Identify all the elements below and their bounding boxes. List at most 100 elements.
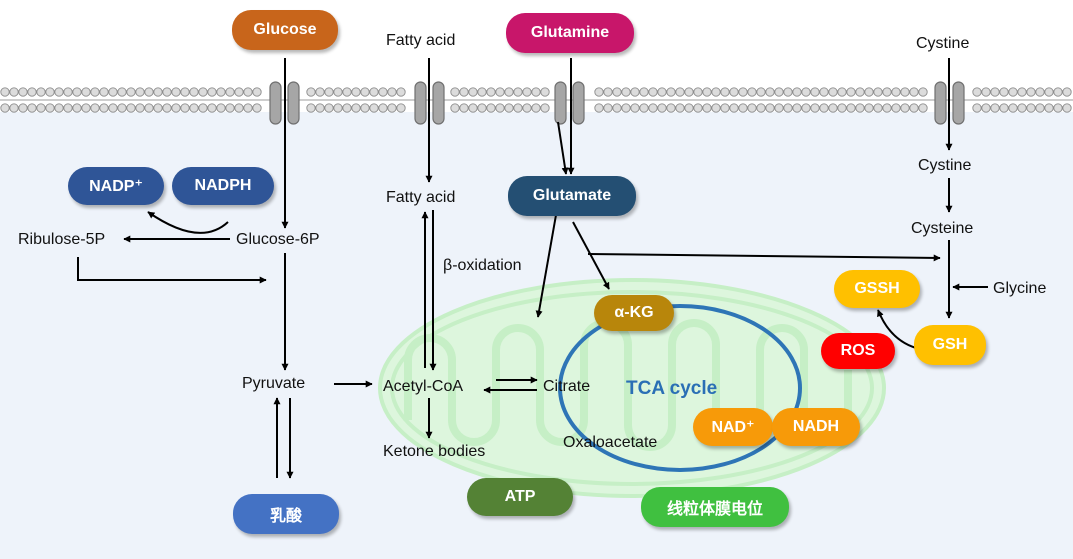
- alpha-kg-node: α-KG: [594, 295, 674, 331]
- lipid-head: [135, 103, 145, 113]
- lipid-head: [369, 87, 379, 97]
- lipid-head: [711, 103, 721, 113]
- lipid-head: [306, 87, 316, 97]
- gssh-node: GSSH: [834, 270, 920, 308]
- lipid-head: [18, 87, 28, 97]
- fatty-acid-outside-label: Fatty acid: [386, 32, 456, 49]
- lipid-head: [315, 103, 325, 113]
- cell-membrane: [0, 87, 1073, 113]
- lipid-head: [747, 103, 757, 113]
- lipid-head: [54, 87, 64, 97]
- lipid-head: [9, 87, 19, 97]
- lipid-head: [162, 87, 172, 97]
- lipid-head: [0, 87, 10, 97]
- lipid-head: [351, 87, 361, 97]
- acetyl-coa-label: Acetyl-CoA: [383, 378, 464, 395]
- lipid-head: [990, 103, 1000, 113]
- lipid-head: [99, 103, 109, 113]
- lipid-head: [648, 87, 658, 97]
- lipid-head: [117, 87, 127, 97]
- lipid-head: [972, 103, 982, 113]
- lipid-head: [918, 87, 928, 97]
- lipid-head: [1026, 87, 1036, 97]
- nad-plus-node: NAD⁺: [693, 408, 773, 446]
- lipid-head: [765, 103, 775, 113]
- lipid-head: [243, 87, 253, 97]
- lipid-head: [216, 103, 226, 113]
- lipid-head: [873, 87, 883, 97]
- lipid-head: [693, 87, 703, 97]
- lipid-head: [243, 103, 253, 113]
- lipid-head: [702, 103, 712, 113]
- lipid-head: [882, 87, 892, 97]
- lipid-head: [90, 87, 100, 97]
- glycine-label: Glycine: [993, 280, 1047, 297]
- lipid-head: [828, 103, 838, 113]
- lipid-head: [675, 87, 685, 97]
- lipid-head: [1017, 87, 1027, 97]
- lipid-head: [909, 87, 919, 97]
- lipid-head: [900, 103, 910, 113]
- lipid-head: [81, 103, 91, 113]
- lipid-head: [711, 87, 721, 97]
- lipid-head: [378, 87, 388, 97]
- glutamate-node: Glutamate: [508, 176, 636, 216]
- ros-node: ROS: [821, 333, 895, 369]
- lipid-head: [981, 87, 991, 97]
- lipid-head: [594, 103, 604, 113]
- lipid-head: [783, 87, 793, 97]
- lipid-head: [1062, 87, 1072, 97]
- citrate-label: Citrate: [543, 378, 591, 395]
- lipid-head: [1062, 103, 1072, 113]
- lipid-head: [486, 103, 496, 113]
- lipid-head: [666, 87, 676, 97]
- lipid-head: [72, 103, 82, 113]
- lipid-head: [63, 103, 73, 113]
- lipid-head: [27, 87, 37, 97]
- lipid-head: [522, 87, 532, 97]
- lipid-head: [216, 87, 226, 97]
- arrows: [77, 58, 988, 479]
- lipid-head: [504, 87, 514, 97]
- lipid-head: [360, 103, 370, 113]
- lipid-head: [495, 87, 505, 97]
- lipid-head: [234, 103, 244, 113]
- lipid-head: [981, 103, 991, 113]
- lipid-head: [846, 103, 856, 113]
- glucose-node: Glucose: [232, 10, 338, 50]
- lipid-head: [171, 103, 181, 113]
- lipid-head: [81, 87, 91, 97]
- lipid-head: [252, 103, 262, 113]
- lipid-head: [108, 87, 118, 97]
- nadph-node: NADPH: [172, 167, 274, 205]
- lipid-head: [144, 87, 154, 97]
- lipid-head: [747, 87, 757, 97]
- lipid-head: [990, 87, 1000, 97]
- lipid-head: [333, 103, 343, 113]
- nadh-node: NADH: [772, 408, 860, 446]
- lipid-head: [180, 103, 190, 113]
- lipid-head: [1008, 103, 1018, 113]
- lipid-head: [126, 103, 136, 113]
- lipid-head: [144, 103, 154, 113]
- lipid-head: [369, 103, 379, 113]
- lipid-head: [765, 87, 775, 97]
- lipid-head: [90, 103, 100, 113]
- lipid-head: [855, 103, 865, 113]
- lipid-head: [639, 103, 649, 113]
- lipid-head: [891, 87, 901, 97]
- lipid-head: [324, 103, 334, 113]
- lipid-head: [531, 87, 541, 97]
- lipid-head: [801, 87, 811, 97]
- lipid-head: [918, 103, 928, 113]
- lipid-head: [621, 103, 631, 113]
- lipid-head: [153, 87, 163, 97]
- lipid-head: [108, 103, 118, 113]
- lipid-head: [0, 103, 10, 113]
- lipid-head: [117, 103, 127, 113]
- lipid-head: [324, 87, 334, 97]
- lipid-head: [1053, 103, 1063, 113]
- lipid-head: [207, 103, 217, 113]
- lipid-head: [207, 87, 217, 97]
- lipid-head: [450, 87, 460, 97]
